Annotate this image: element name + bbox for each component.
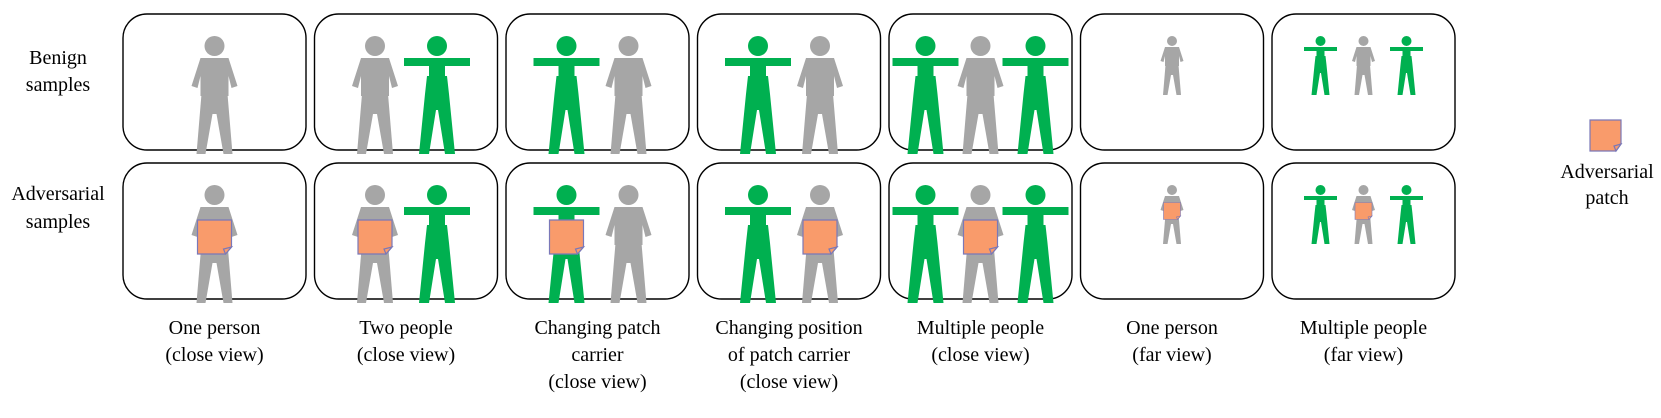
panel-frame	[1079, 162, 1265, 300]
adversarial-patch-icon	[357, 219, 394, 256]
panel-r1-c3	[696, 162, 882, 303]
green-person-icon	[1304, 36, 1337, 95]
panel-r1-c5	[1079, 162, 1265, 300]
green-person-icon	[725, 185, 791, 303]
panel-r1-c0	[122, 162, 307, 303]
legend-label-line1: Adversarial	[1560, 161, 1654, 183]
panel-r0-c6	[1271, 13, 1456, 151]
panel-r0-c4	[888, 13, 1073, 154]
green-person-icon	[1002, 36, 1069, 154]
panel-r0-c1	[313, 13, 499, 154]
panel-r0-c5	[1079, 13, 1265, 151]
panel-r1-c4	[888, 162, 1073, 303]
legend-label-line2: patch	[1585, 187, 1628, 209]
caption-c5-line1: (far view)	[1132, 344, 1211, 366]
panel-frame	[696, 13, 882, 151]
panel-frame	[313, 162, 499, 300]
adversarial-patch-icon	[962, 219, 1000, 256]
panel-frame	[505, 162, 690, 300]
row-label-benign-line2: samples	[26, 74, 91, 96]
caption-c3-line1: of patch carrier	[728, 344, 850, 366]
gray-person-icon	[1160, 36, 1184, 95]
caption-c2-line0: Changing patch	[534, 317, 660, 339]
caption-c2-line1: carrier	[571, 344, 624, 366]
caption-c6-line1: (far view)	[1324, 344, 1403, 366]
green-person-icon	[1002, 185, 1069, 303]
panel-r0-c3	[696, 13, 882, 154]
gray-person-icon	[1352, 36, 1375, 95]
caption-c1-line0: Two people	[359, 317, 453, 339]
gray-person-icon	[605, 185, 652, 303]
green-person-icon	[892, 185, 959, 303]
panel-r0-c2	[505, 13, 690, 154]
legend-patch-curl-icon	[1613, 142, 1623, 153]
green-person-icon	[404, 185, 470, 303]
green-person-icon	[1304, 185, 1337, 244]
row-labels: Benign samples Adversarial samples	[11, 47, 105, 233]
panel-frame	[696, 162, 882, 300]
legend: Adversarial patch	[1560, 119, 1654, 209]
caption-c4-line1: (close view)	[931, 344, 1029, 366]
gray-person-icon	[352, 36, 398, 154]
caption-c2-line2: (close view)	[548, 371, 646, 393]
gray-person-icon	[797, 36, 843, 154]
gray-person-icon	[191, 36, 238, 154]
green-person-icon	[1390, 185, 1423, 244]
column-captions: One person (close view) Two people (close v…	[165, 317, 1427, 393]
panel-frame	[1271, 162, 1456, 300]
green-person-icon	[1390, 36, 1423, 95]
panel-r1-c6	[1271, 162, 1456, 300]
caption-c0-line0: One person	[169, 317, 261, 339]
caption-c1-line1: (close view)	[357, 344, 455, 366]
adversarial-patch-icon	[196, 219, 234, 256]
panel-r0-c0	[122, 13, 307, 154]
gray-person-icon	[605, 36, 652, 154]
caption-c0-line1: (close view)	[165, 344, 263, 366]
caption-c4-line0: Multiple people	[917, 317, 1044, 339]
green-person-icon	[404, 36, 470, 154]
caption-c5-line0: One person	[1126, 317, 1218, 339]
row-label-benign-line1: Benign	[29, 47, 87, 69]
caption-c3-line0: Changing position	[715, 317, 862, 339]
gray-person-icon	[957, 36, 1004, 154]
caption-c6-line0: Multiple people	[1300, 317, 1427, 339]
adversarial-patch-icon	[1163, 202, 1182, 221]
panel-r1-c2	[505, 162, 690, 303]
row-label-adversarial-line1: Adversarial	[11, 183, 105, 205]
adversarial-patch-icon	[1354, 202, 1373, 221]
panel-frame	[505, 13, 690, 151]
panel-frame	[1271, 13, 1456, 151]
panel-r1-c1	[313, 162, 499, 303]
green-person-icon	[725, 36, 791, 154]
row-label-adversarial-line2: samples	[26, 211, 91, 233]
panel-frame	[1079, 13, 1265, 151]
green-person-icon	[533, 36, 600, 154]
green-person-icon	[892, 36, 959, 154]
caption-c3-line2: (close view)	[740, 371, 838, 393]
adversarial-patch-icon	[802, 219, 839, 256]
panel-grid	[122, 13, 1456, 303]
adversarial-patch-icon	[548, 219, 586, 256]
panel-frame	[313, 13, 499, 151]
